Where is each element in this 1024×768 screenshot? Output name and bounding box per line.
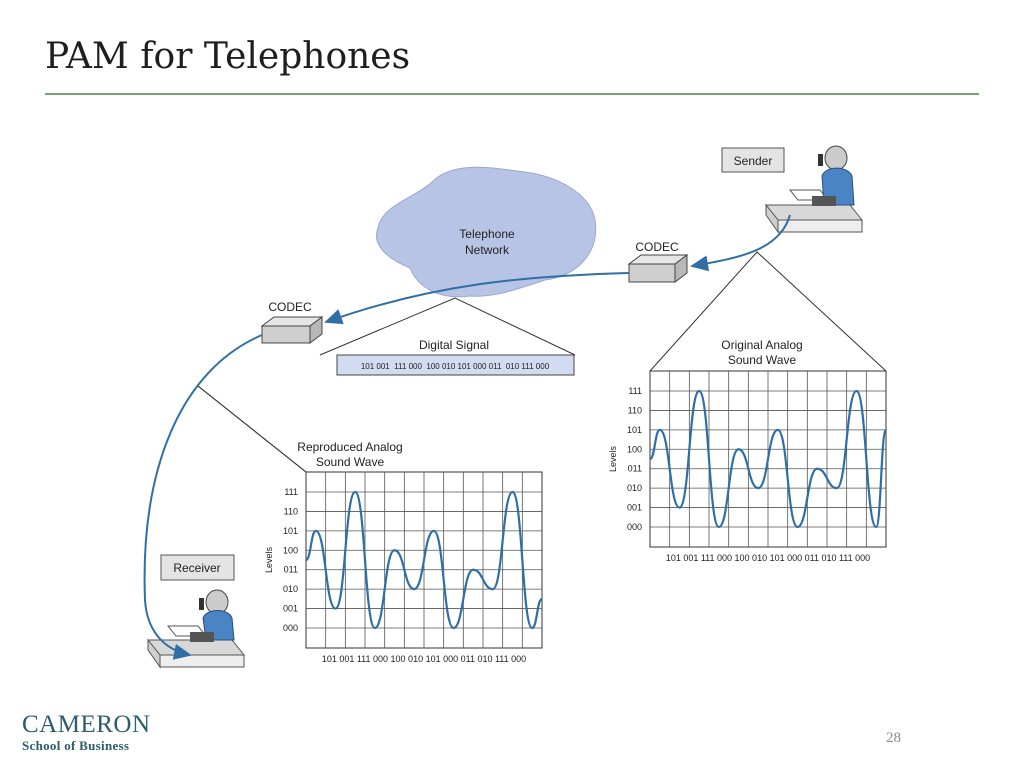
codec-to-codec-path [324, 272, 630, 325]
sender-to-codec-path [690, 214, 791, 272]
codec-right-box [627, 254, 689, 283]
level-label: 010 [283, 584, 298, 594]
codec-to-receiver-path [143, 334, 263, 660]
sound-wave [648, 389, 888, 529]
cameron-logo: CAMERON School of Business [22, 712, 151, 754]
level-label: 011 [284, 565, 298, 575]
original-wave-callout [649, 251, 887, 372]
logo-main-text: CAMERON [22, 711, 151, 738]
level-label: 011 [628, 464, 642, 474]
codec-left-box [260, 316, 324, 344]
sample-sequence: 101 001 111 000 100 010 101 000 011 010 … [322, 654, 526, 664]
digital-signal-callout [319, 297, 576, 356]
level-label: 000 [283, 623, 298, 633]
original-wave-panel: 111 110 101 100 011 010 001 000 Levels 101 001 11… [608, 370, 888, 563]
level-label: 000 [627, 522, 642, 532]
sound-wave [304, 490, 544, 630]
logo-sub-text: School of Business [22, 738, 130, 753]
level-label: 101 [283, 526, 298, 536]
original-wave-label-line1: Original Analog [721, 338, 802, 352]
reproduced-wave-label-line1: Reproduced Analog [297, 440, 402, 454]
level-label: 110 [628, 405, 642, 415]
digital-signal-bits: 101 001 111 000 100 010 101 000 011 010 … [361, 362, 550, 371]
levels-axis-label: Levels [608, 445, 618, 472]
digital-signal-label: Digital Signal [419, 338, 489, 352]
reproduced-wave-panel: 111 110 101 100 011 010 001 000 Levels 101 001 11… [264, 471, 544, 664]
telephone-network-cloud [375, 166, 597, 298]
sender-person-icon [764, 145, 864, 234]
slide-title: PAM for Telephones [45, 36, 411, 77]
level-label: 111 [284, 487, 298, 497]
digital-signal-box [336, 354, 575, 376]
sample-sequence: 101 001 111 000 100 010 101 000 011 010 … [666, 553, 870, 563]
levels-axis-label: Levels [264, 546, 274, 573]
level-label: 001 [627, 503, 642, 513]
level-label: 110 [284, 506, 298, 516]
level-label: 001 [283, 604, 298, 614]
receiver-person-icon [146, 589, 246, 669]
level-label: 100 [627, 444, 642, 454]
network-label-line2: Network [465, 243, 510, 257]
codec-left-label: CODEC [268, 300, 312, 314]
level-label: 111 [628, 386, 642, 396]
level-label: 010 [627, 483, 642, 493]
title-divider [45, 93, 979, 95]
reproduced-wave-callout-left [197, 385, 307, 473]
codec-right-label: CODEC [635, 240, 679, 254]
receiver-label: Receiver [173, 561, 220, 575]
original-wave-label-line2: Sound Wave [728, 353, 797, 367]
page-number: 28 [886, 730, 901, 746]
level-label: 100 [283, 545, 298, 555]
receiver-label-box [160, 554, 235, 581]
reproduced-wave-label-line2: Sound Wave [316, 455, 385, 469]
network-label-line1: Telephone [459, 227, 515, 241]
sender-label-box [721, 147, 785, 173]
level-label: 101 [627, 425, 642, 435]
sender-label: Sender [734, 154, 773, 168]
